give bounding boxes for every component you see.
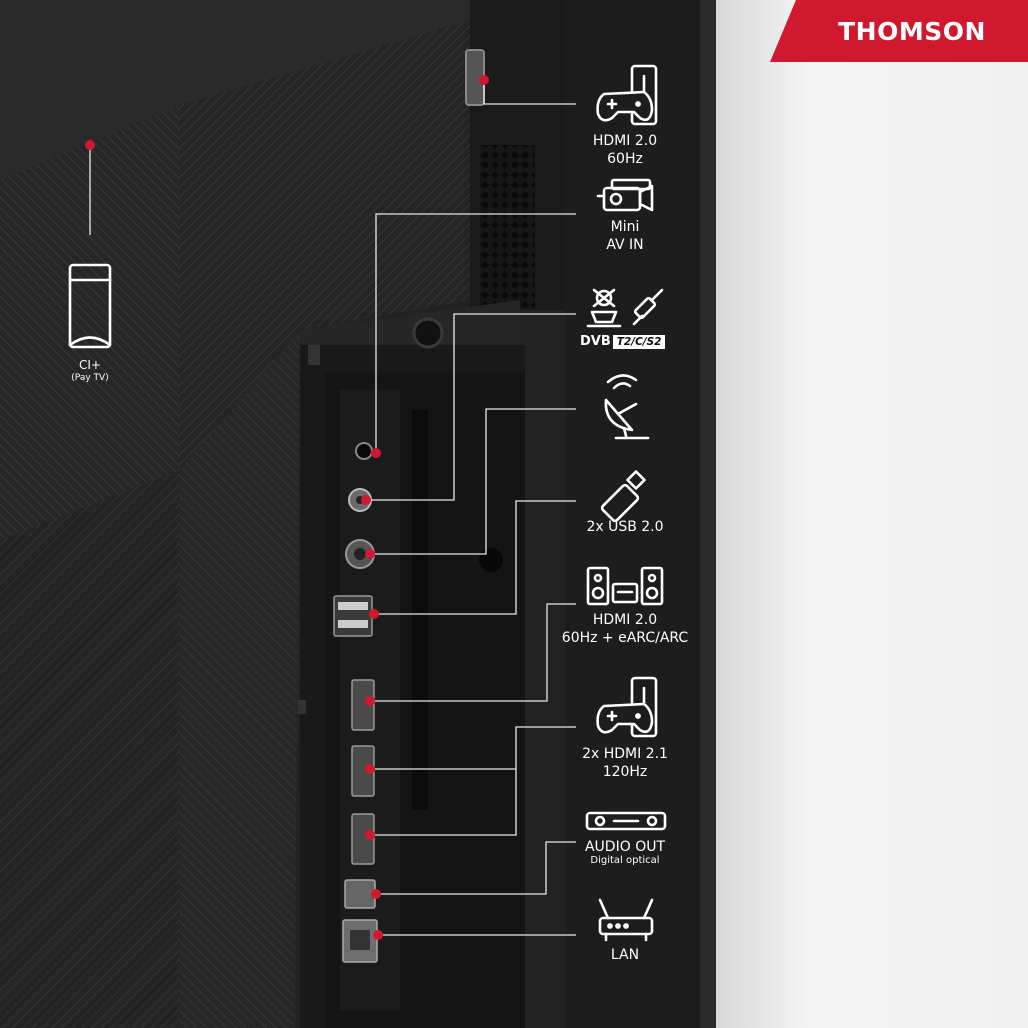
hdmi-earc-line2: 60Hz + eARC/ARC [561, 630, 689, 646]
audio-out-line1: AUDIO OUT [584, 839, 666, 855]
wall [716, 0, 1028, 1028]
hdmi21-line1: 2x HDMI 2.1 [582, 746, 668, 762]
connector-column [298, 0, 716, 1028]
hdmi-port-21b [351, 813, 375, 865]
hdmi-top-line1: HDMI 2.0 [592, 133, 658, 149]
hdmi-port-earc [351, 679, 375, 731]
ci-card-icon [68, 263, 112, 349]
usb-stick-icon [600, 470, 646, 523]
ci-sublabel: (Pay TV) [71, 373, 109, 383]
callout-dots [85, 75, 489, 940]
dvb-prefix: DVB [580, 334, 611, 349]
usb-label: 2x USB 2.0 [586, 519, 664, 535]
hdmi-earc-line1: HDMI 2.0 [592, 612, 658, 628]
game-console-icon [596, 64, 658, 126]
antenna-cable-icon [586, 288, 664, 328]
dvb-tag: T2/C/S2 [612, 335, 666, 349]
physical-ports [333, 49, 485, 963]
screw [412, 317, 444, 349]
game-console-icon [596, 676, 658, 738]
vent-grille [480, 145, 535, 310]
mini-av-line1: Mini [610, 219, 640, 235]
camcorder-icon [596, 178, 654, 212]
soundbar-icon [585, 811, 667, 831]
satellite-dish-icon [604, 374, 650, 440]
brand-logo: THOMSON [838, 17, 986, 46]
router-icon [598, 898, 654, 942]
callout-lines [89, 80, 576, 936]
optical-port [344, 879, 376, 909]
brand-banner: THOMSON [770, 0, 1028, 62]
tv-back-panel [0, 0, 470, 1028]
mini-av-jack [355, 442, 373, 460]
audio-out-line2: Digital optical [590, 855, 660, 866]
ci-label: CI+ [79, 358, 101, 372]
hdmi21-line2: 120Hz [602, 764, 648, 780]
hdmi-top-line2: 60Hz [607, 151, 643, 167]
speakers-icon [586, 566, 664, 606]
mini-av-line2: AV IN [606, 237, 644, 253]
dvb-label: DVB T2/C/S2 [580, 333, 666, 351]
lan-label: LAN [610, 947, 640, 963]
mount-hole [479, 548, 503, 572]
